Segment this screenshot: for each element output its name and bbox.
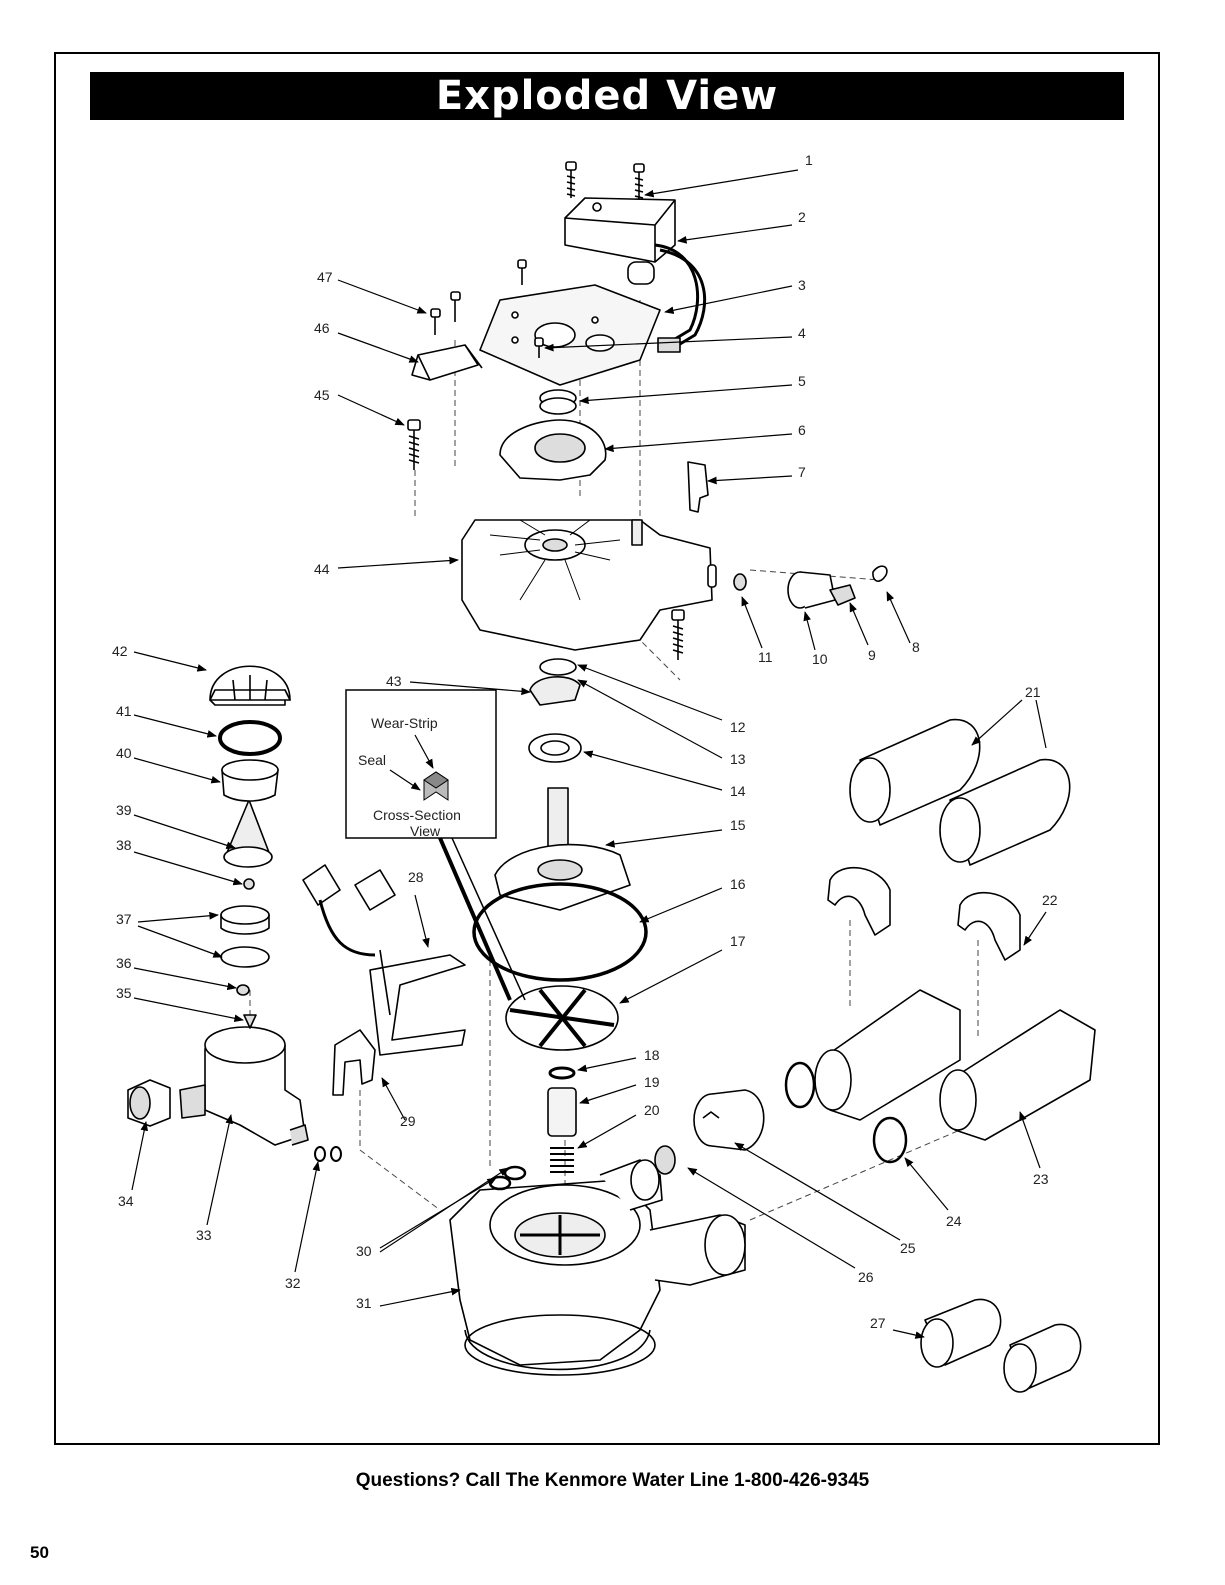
- part-31-valve-body: [450, 1160, 745, 1375]
- part-43-cam: [530, 677, 580, 705]
- part-label-19: 19: [644, 1074, 660, 1090]
- part-5-ring: [540, 390, 576, 414]
- part-label-9: 9: [868, 647, 876, 663]
- inset-wear-strip-label: Wear-Strip: [371, 715, 438, 731]
- part-11-plug: [734, 574, 746, 590]
- part-label-45: 45: [314, 387, 330, 403]
- page-number: 50: [30, 1543, 49, 1563]
- part-label-7: 7: [798, 464, 806, 480]
- part-label-34: 34: [118, 1193, 134, 1209]
- part-label-12: 12: [730, 719, 746, 735]
- part-label-18: 18: [644, 1047, 660, 1063]
- part-14-ring: [529, 734, 581, 762]
- part-7-clip: [688, 462, 708, 512]
- part-label-31: 31: [356, 1295, 372, 1311]
- part-label-43: 43: [386, 673, 402, 689]
- part-32-o-rings: [315, 1147, 341, 1161]
- part-1-screws: [566, 162, 644, 200]
- part-24-o-ring: [874, 1118, 906, 1162]
- part-33-brine-valve: [180, 1027, 308, 1145]
- part-label-21: 21: [1025, 684, 1041, 700]
- part-label-38: 38: [116, 837, 132, 853]
- part-label-30: 30: [356, 1243, 372, 1259]
- part-label-25: 25: [900, 1240, 916, 1256]
- part-label-20: 20: [644, 1102, 660, 1118]
- part-label-23: 23: [1033, 1171, 1049, 1187]
- inset-seal-label: Seal: [358, 752, 386, 768]
- part-label-22: 22: [1042, 892, 1058, 908]
- page-title: Exploded View: [90, 72, 1124, 120]
- part-19-sleeve: [548, 1088, 576, 1136]
- part-23-o-ring: [786, 1063, 814, 1107]
- part-20-spring: [550, 1148, 574, 1172]
- part-label-5: 5: [798, 373, 806, 389]
- part-10-drain-fitting: [788, 572, 835, 608]
- part-12-ring: [540, 659, 576, 675]
- part-label-3: 3: [798, 277, 806, 293]
- part-23-adapters: [815, 990, 1095, 1140]
- part-label-32: 32: [285, 1275, 301, 1291]
- part-22-clips: [828, 868, 1020, 960]
- part-label-26: 26: [858, 1269, 874, 1285]
- part-37-retainers: [221, 906, 269, 967]
- part-41-o-ring: [220, 722, 280, 754]
- part-45-long-screw: [408, 420, 420, 470]
- part-44-screw: [672, 610, 684, 660]
- part-label-37: 37: [116, 911, 132, 927]
- part-25-screen: [694, 1090, 764, 1150]
- part-label-29: 29: [400, 1113, 416, 1129]
- part-18-seal: [550, 1068, 574, 1078]
- part-label-46: 46: [314, 320, 330, 336]
- part-27-couplings: [921, 1299, 1081, 1392]
- part-label-28: 28: [408, 869, 424, 885]
- part-47-screws: [431, 292, 460, 335]
- part-8-clip: [873, 566, 887, 581]
- part-label-35: 35: [116, 985, 132, 1001]
- part-label-44: 44: [314, 561, 330, 577]
- part-26-injector: [655, 1146, 675, 1174]
- part-38-cap: [244, 879, 254, 889]
- part-label-10: 10: [812, 651, 828, 667]
- part-label-11: 11: [758, 649, 773, 665]
- footer-contact: Questions? Call The Kenmore Water Line 1…: [0, 1470, 1225, 1492]
- part-9-elbow: [830, 585, 855, 605]
- part-46-switch: [412, 345, 482, 380]
- part-21-bypass-adapters: [850, 720, 1070, 865]
- part-6-drive-gear: [500, 420, 606, 480]
- part-label-8: 8: [912, 639, 920, 655]
- part-label-16: 16: [730, 876, 746, 892]
- part-label-40: 40: [116, 745, 132, 761]
- part-28-bracket: [303, 865, 465, 1055]
- part-29-clip: [333, 1030, 375, 1095]
- part-42-cover: [210, 666, 290, 705]
- part-34-nut: [128, 1080, 170, 1126]
- part-label-41: 41: [116, 703, 132, 719]
- part-label-4: 4: [798, 325, 806, 341]
- part-40-cap: [222, 760, 278, 801]
- title-bar: Exploded View: [90, 72, 1124, 120]
- part-label-17: 17: [730, 933, 746, 949]
- part-label-47: 47: [317, 269, 333, 285]
- part-label-27: 27: [870, 1315, 886, 1331]
- part-label-24: 24: [946, 1213, 962, 1229]
- exploded-view-diagram: Wear-Strip Seal Cross-Section View: [56, 122, 1156, 1440]
- part-label-14: 14: [730, 783, 746, 799]
- part-39-screen: [224, 800, 272, 867]
- part-label-15: 15: [730, 817, 746, 833]
- part-35-flow-control: [244, 1015, 256, 1028]
- part-label-1: 1: [805, 152, 813, 168]
- part-label-42: 42: [112, 643, 128, 659]
- part-label-33: 33: [196, 1227, 212, 1243]
- part-label-2: 2: [798, 209, 806, 225]
- part-36-washer: [237, 985, 249, 995]
- part-label-36: 36: [116, 955, 132, 971]
- inset-view-label: View: [410, 823, 441, 839]
- part-label-13: 13: [730, 751, 746, 767]
- part-label-6: 6: [798, 422, 806, 438]
- part-label-39: 39: [116, 802, 132, 818]
- inset-cross-section-label: Cross-Section: [373, 807, 461, 823]
